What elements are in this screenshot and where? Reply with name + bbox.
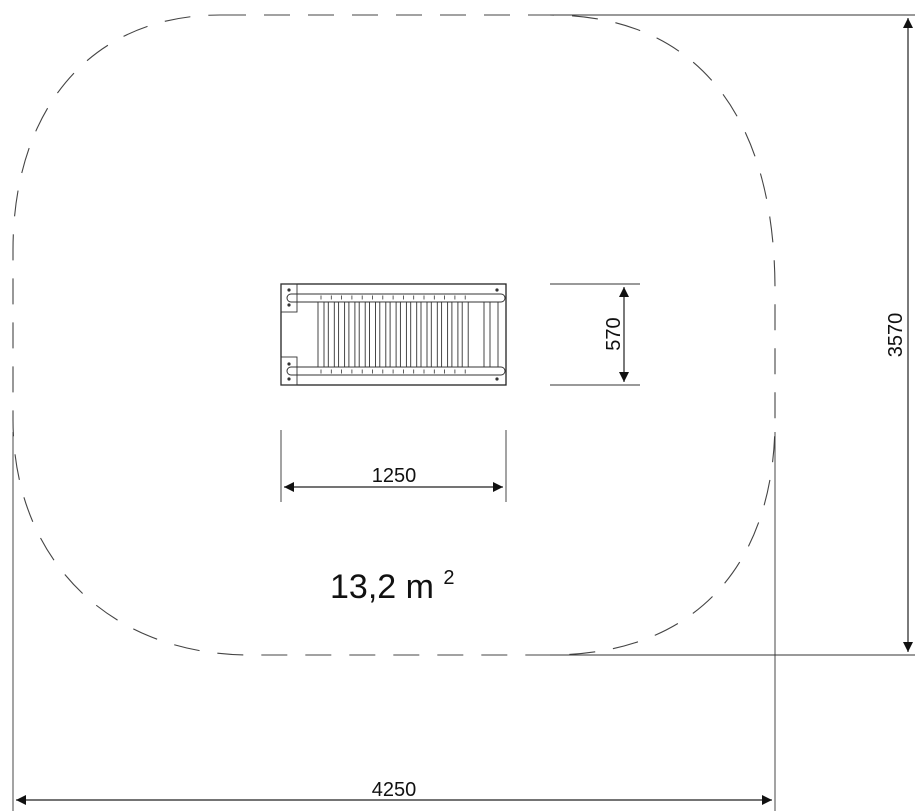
item-depth-label: 570: [603, 317, 625, 350]
area-value: 13,2 m: [330, 568, 434, 606]
rung: [379, 301, 387, 368]
equipment-rungs: [317, 295, 469, 374]
total-width-dimension: 4250: [12, 432, 776, 811]
rung: [410, 301, 418, 368]
rung: [327, 301, 335, 368]
rung: [451, 301, 459, 368]
rung: [338, 301, 346, 368]
rung: [441, 301, 449, 368]
rung: [389, 301, 397, 368]
rung: [369, 301, 376, 368]
area-unit-superscript: 2: [443, 567, 454, 589]
item-depth-dimension: 570: [550, 283, 640, 386]
end-plate-top-left: [280, 283, 298, 313]
rung: [420, 301, 428, 368]
rung: [348, 301, 356, 368]
item-width-dimension: 1250: [280, 430, 507, 502]
area-label: 13,2 m 2: [330, 567, 455, 606]
rung: [430, 301, 438, 368]
rung: [461, 301, 469, 368]
equipment-top-view: [280, 283, 507, 386]
total-height-dimension: 3570: [550, 14, 915, 656]
item-width-label: 1250: [372, 465, 417, 487]
end-plate-bottom-left: [280, 356, 298, 386]
rung: [317, 301, 325, 368]
rung: [399, 301, 407, 368]
total-height-label: 3570: [885, 313, 907, 358]
total-width-label: 4250: [372, 779, 417, 801]
rung: [358, 301, 366, 368]
